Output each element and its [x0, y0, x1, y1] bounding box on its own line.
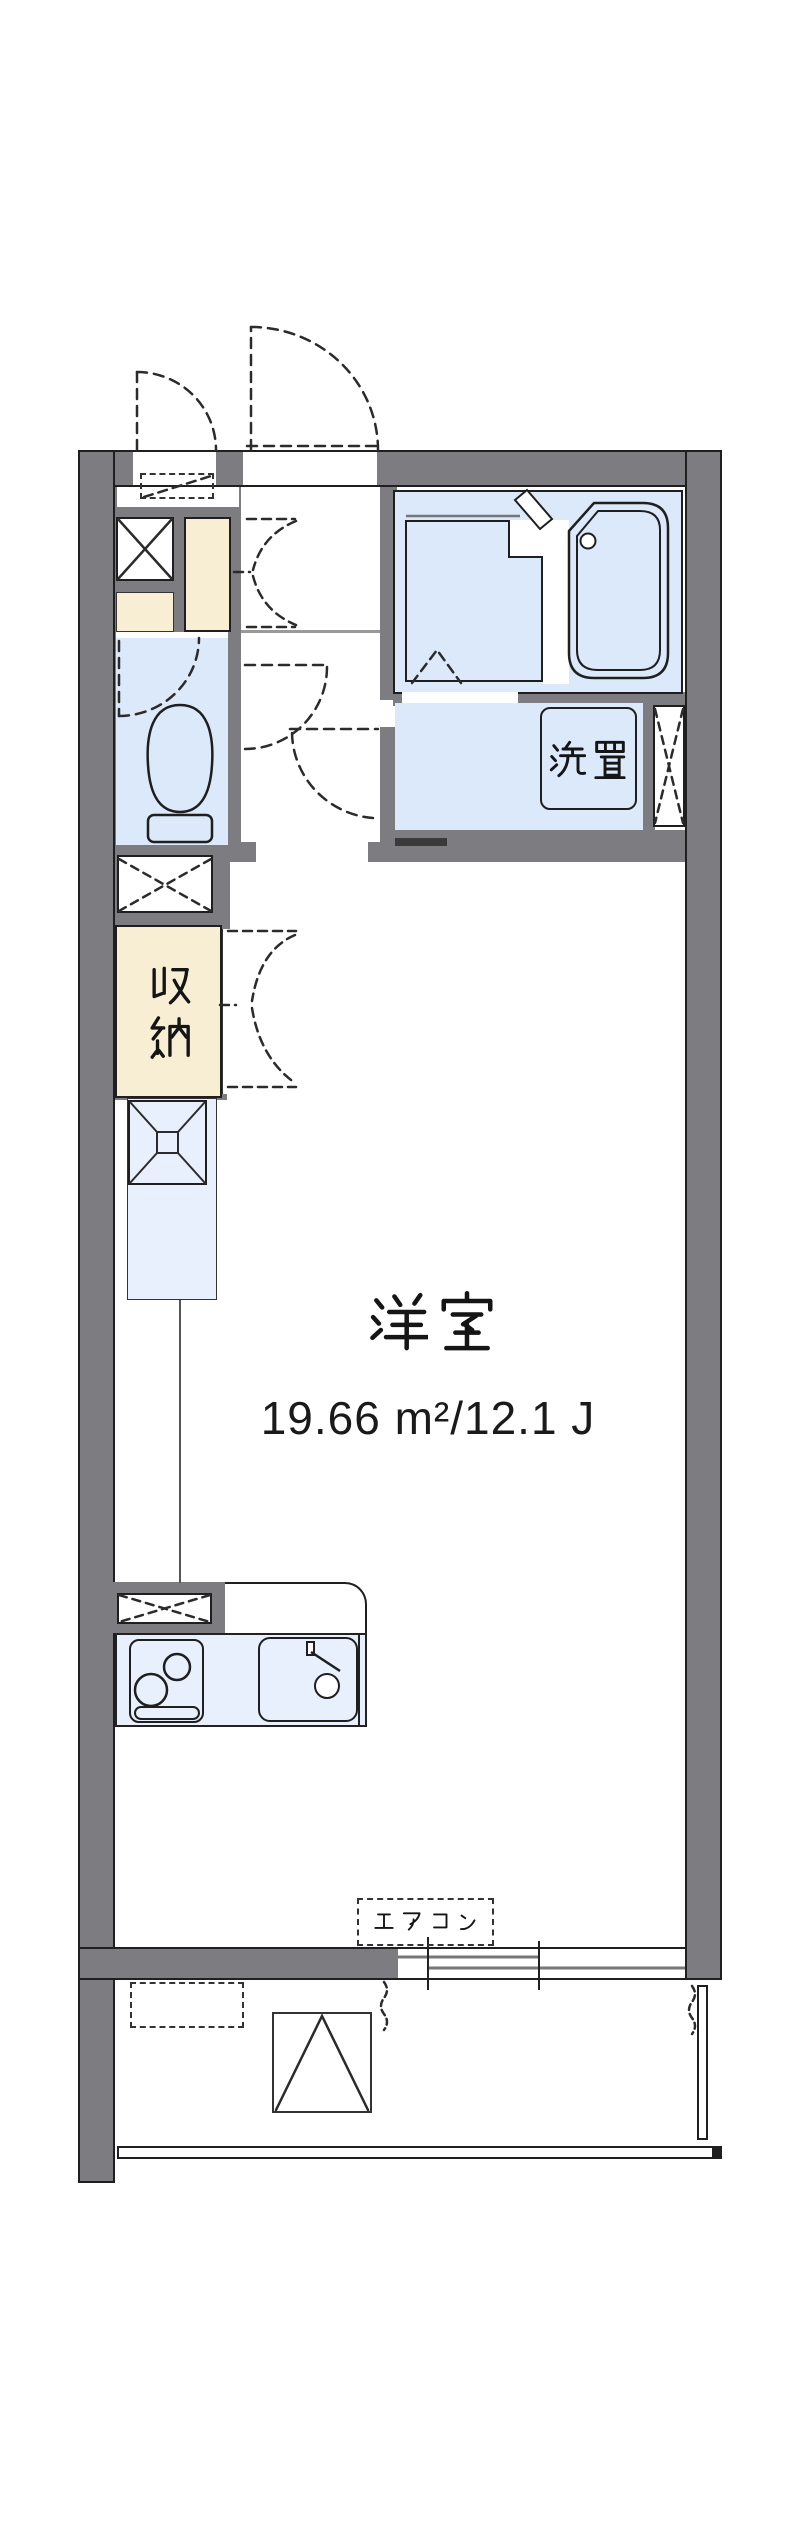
wall-washer-ps-gap — [643, 703, 655, 830]
bathtub — [567, 501, 670, 680]
bath-door-step — [402, 692, 518, 706]
washroom-lintel — [395, 838, 447, 846]
pipe-space-top-x — [116, 517, 174, 581]
wall-bottom — [78, 1947, 400, 1980]
closet-small — [116, 592, 174, 632]
sink-faucet-base — [306, 1641, 315, 1656]
toilet-door-arc — [117, 636, 201, 718]
shoe-cabinet — [140, 473, 214, 499]
shoe-cabinet-diagonal — [142, 474, 213, 499]
wall-left — [78, 450, 115, 2183]
storage-closet — [115, 925, 222, 1098]
wall-right — [685, 450, 722, 1980]
entrance-door-arc — [135, 370, 218, 452]
balcony-dashed-area — [130, 1982, 244, 2028]
room-area-label: 19.66 m²/12.1 J — [260, 1392, 596, 1444]
bath-faucet-bar — [513, 488, 554, 531]
sink-details — [310, 1650, 341, 1699]
storage-fold-doors — [218, 929, 298, 1089]
pipe-space-washroom-x — [653, 707, 685, 825]
glyph-ン — [459, 1914, 475, 1931]
wall-washroom-bottom — [380, 830, 685, 862]
closet-fold-doors — [232, 517, 298, 629]
wall-bath-left — [380, 487, 397, 700]
glyph-室 — [441, 1290, 493, 1351]
washer-space-box — [540, 707, 637, 810]
hallway-threshold-line — [241, 630, 380, 633]
balcony-squiggle-right — [687, 1984, 697, 2036]
glyph-置 — [593, 740, 626, 779]
glyph-エ — [373, 1913, 394, 1929]
wall-hall-block-left — [228, 842, 256, 862]
kitchen-counter-top — [225, 1582, 367, 1633]
hatch-triangle — [274, 2013, 370, 2112]
hall-opening — [243, 452, 377, 485]
balcony-squiggle-left — [379, 1980, 389, 2032]
hallway-door-arcs — [243, 663, 380, 820]
kitchen-floor-line — [179, 1300, 181, 1583]
glyph-コ — [432, 1913, 447, 1929]
balcony-rail-endcap — [712, 2146, 722, 2159]
stove-burners — [133, 1652, 200, 1720]
room-label — [312, 1286, 552, 1356]
evacuation-hatch — [272, 2012, 372, 2113]
toilet-threshold — [116, 632, 228, 638]
aircon-box — [357, 1898, 494, 1946]
storage-label — [124, 940, 214, 1083]
toilet — [146, 703, 214, 844]
pipe-space-mid-x — [117, 857, 213, 913]
hall-door-arc — [245, 325, 380, 452]
refrigerator-symbol-lines — [129, 1101, 206, 1184]
balcony-partition — [697, 1985, 708, 2140]
washer-label — [542, 738, 635, 780]
glyph-ア — [402, 1912, 421, 1931]
glyph-洗 — [549, 740, 586, 778]
glyph-納 — [150, 1015, 190, 1059]
bath-fold-door — [410, 647, 463, 685]
closet-hall — [184, 517, 231, 632]
bath-divider — [543, 520, 569, 684]
glyph-収 — [152, 966, 191, 1004]
stove — [129, 1639, 204, 1723]
kitchen-cabinet-x — [117, 1593, 212, 1624]
storage-door-strip — [222, 929, 230, 1094]
glyph-洋 — [370, 1292, 428, 1351]
main-window — [398, 1947, 685, 1980]
kitchen-counter-edge — [358, 1635, 360, 1725]
